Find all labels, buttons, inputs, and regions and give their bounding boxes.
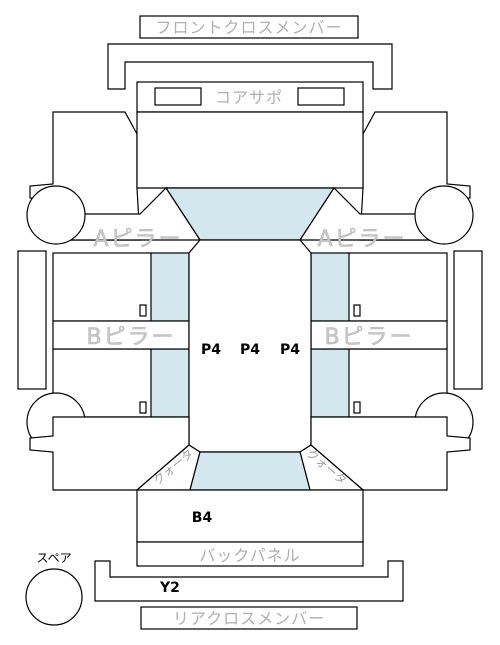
left-rear-door-handle bbox=[139, 401, 147, 414]
right-side-sill[interactable] bbox=[453, 250, 483, 390]
right-rear-door-handle bbox=[353, 401, 361, 414]
front-left-tire[interactable] bbox=[26, 185, 86, 245]
left-a-pillar-label: Aピラー bbox=[93, 227, 182, 252]
roof-code-center: P4 bbox=[240, 342, 260, 358]
core-support-left-slot bbox=[154, 87, 202, 106]
front-right-tire[interactable] bbox=[414, 185, 474, 245]
spare-tire[interactable] bbox=[25, 568, 83, 626]
back-panel-label: バックパネル bbox=[199, 546, 300, 565]
left-front-door-handle bbox=[139, 304, 147, 317]
left-b-pillar[interactable] bbox=[52, 320, 190, 350]
left-side-sill[interactable] bbox=[17, 250, 47, 390]
trunk-lid[interactable] bbox=[136, 489, 364, 543]
right-a-pillar-label: Aピラー bbox=[317, 227, 406, 252]
rear-cross-member-box[interactable] bbox=[140, 606, 358, 630]
back-panel[interactable] bbox=[136, 541, 364, 567]
core-support-label: コアサポ bbox=[215, 88, 283, 107]
rear-glass[interactable] bbox=[189, 451, 311, 491]
roof-code-left: P4 bbox=[201, 342, 221, 358]
left-b-pillar-label: Bピラー bbox=[86, 325, 175, 350]
core-support-right-slot bbox=[297, 87, 345, 106]
right-rear-quarter[interactable] bbox=[310, 416, 471, 491]
trunk-code: B4 bbox=[192, 510, 213, 526]
left-rear-glass[interactable] bbox=[150, 348, 190, 418]
left-rear-quarter[interactable] bbox=[29, 416, 190, 491]
left-front-door[interactable] bbox=[52, 252, 154, 322]
right-b-pillar-label: Bピラー bbox=[324, 325, 413, 350]
right-front-door[interactable] bbox=[346, 252, 448, 322]
spare-label: スペア bbox=[36, 551, 71, 565]
rear-bumper[interactable] bbox=[94, 560, 404, 602]
right-front-door-handle bbox=[353, 304, 361, 317]
rear-cross-member-label: リアクロスメンバー bbox=[173, 609, 325, 628]
front-bumper[interactable] bbox=[107, 43, 393, 90]
rear-bumper-code: Y2 bbox=[159, 580, 180, 596]
hood[interactable] bbox=[136, 111, 364, 189]
front-cross-member-box[interactable] bbox=[139, 15, 359, 39]
roof-code-right: P4 bbox=[280, 342, 300, 358]
right-rear-glass[interactable] bbox=[310, 348, 350, 418]
right-front-glass[interactable] bbox=[310, 252, 350, 322]
left-front-glass[interactable] bbox=[150, 252, 190, 322]
front-cross-member-label: フロントクロスメンバー bbox=[155, 18, 342, 37]
